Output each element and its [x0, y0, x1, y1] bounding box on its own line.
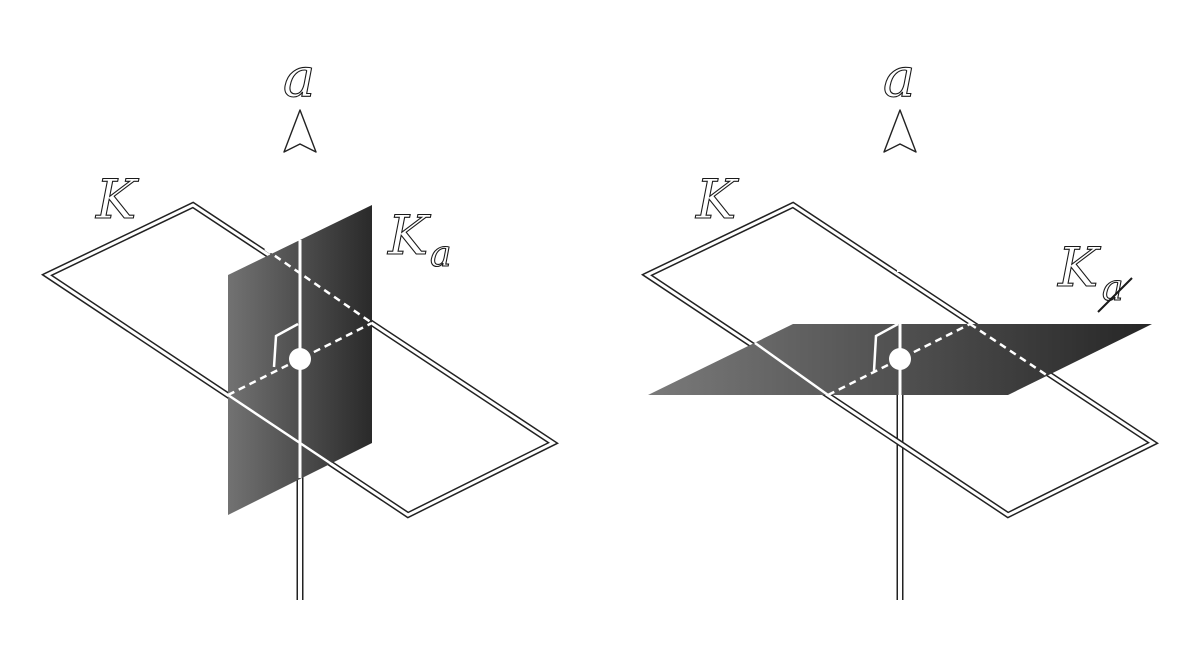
intersection-point-left — [289, 348, 311, 370]
plane-k-edges-over-ka-right — [754, 322, 1049, 397]
right-angle-marker-right — [872, 322, 899, 372]
arrow-head-left — [283, 109, 317, 153]
axis-label-a-left: a — [283, 46, 315, 109]
intersection-point-right — [889, 348, 911, 370]
arrow-head-right — [883, 109, 917, 153]
plane-label-k-right: K — [695, 168, 739, 231]
label-slash-right — [1097, 277, 1133, 313]
plane-label-k-left: K — [95, 168, 139, 231]
plane-k-edges-over-ka-left — [227, 247, 373, 493]
intersection-line-left — [227, 321, 373, 397]
left-panel: a K K a — [40, 45, 559, 600]
right-angle-marker-left — [272, 322, 299, 368]
plane-label-ka-main-right: K — [1057, 236, 1101, 299]
plane-k-right — [640, 201, 1159, 519]
plane-label-ka-sub-right: a — [1102, 268, 1123, 309]
axis-label-a-right: a — [883, 46, 915, 109]
right-panel: a K K a — [640, 45, 1159, 600]
plane-label-ka-main-left: K — [387, 204, 431, 267]
plane-label-ka-sub-left: a — [430, 234, 451, 275]
